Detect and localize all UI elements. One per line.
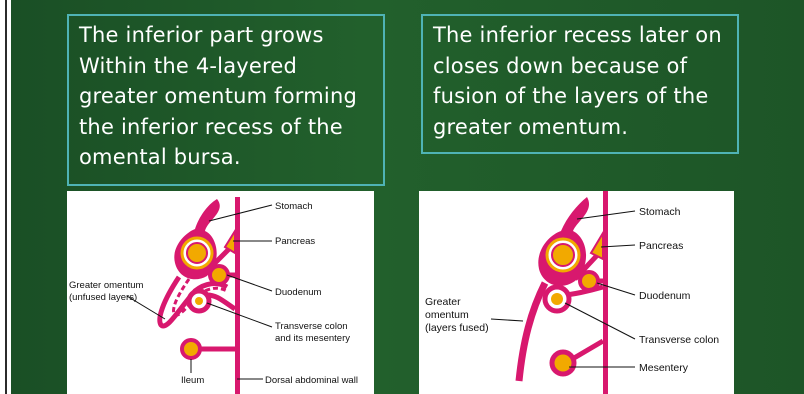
slide: The inferior part grows Within the 4-lay… bbox=[11, 0, 804, 394]
stomach-lumen-core bbox=[552, 244, 574, 266]
duodenum-shape bbox=[210, 266, 228, 284]
text-box-right: The inferior recess later on closes down… bbox=[421, 14, 739, 154]
label-greater-line1: Greater bbox=[425, 296, 461, 308]
dorsal-wall-line bbox=[603, 191, 608, 394]
label-ileum: Ileum bbox=[181, 375, 204, 386]
label-dorsal-wall: Dorsal abdominal wall bbox=[265, 375, 358, 386]
label-greater-omentum-line2: (unfused layers) bbox=[69, 292, 137, 303]
small-intestine-shape bbox=[552, 352, 574, 374]
left-edge-bar bbox=[0, 0, 9, 394]
leader-omentum bbox=[491, 319, 523, 321]
transverse-colon-lumen bbox=[551, 293, 563, 305]
stomach-lumen-core bbox=[187, 243, 207, 263]
label-transverse-line2: and its mesentery bbox=[275, 333, 350, 344]
label-duodenum: Duodenum bbox=[639, 290, 691, 302]
diagram-left-svg: Stomach Pancreas Greater omentum (unfuse… bbox=[67, 191, 374, 394]
dorsal-wall-line bbox=[235, 197, 240, 394]
label-pancreas: Pancreas bbox=[275, 236, 315, 247]
diagram-fused-omentum: Stomach Pancreas Greater omentum (layers… bbox=[419, 191, 734, 394]
label-duodenum: Duodenum bbox=[275, 287, 322, 298]
label-pancreas: Pancreas bbox=[639, 240, 683, 252]
label-greater-line3: (layers fused) bbox=[425, 322, 489, 334]
label-greater-line2: omentum bbox=[425, 309, 469, 321]
leader-transverse bbox=[565, 303, 635, 339]
pancreas-shape bbox=[591, 233, 603, 259]
label-stomach: Stomach bbox=[275, 201, 313, 212]
label-transverse-line1: Transverse colon bbox=[275, 321, 348, 332]
diagram-right-svg: Stomach Pancreas Greater omentum (layers… bbox=[419, 191, 734, 394]
label-transverse-colon: Transverse colon bbox=[639, 334, 719, 346]
text-box-left: The inferior part grows Within the 4-lay… bbox=[67, 14, 385, 186]
omentum-fused bbox=[519, 283, 545, 381]
diagram-unfused-omentum: Stomach Pancreas Greater omentum (unfuse… bbox=[67, 191, 374, 394]
transverse-colon-lumen bbox=[195, 297, 203, 305]
label-stomach: Stomach bbox=[639, 206, 681, 218]
ileum-shape bbox=[182, 340, 200, 358]
label-greater-omentum-line1: Greater omentum bbox=[69, 280, 144, 291]
leader-duodenum bbox=[227, 275, 272, 291]
label-mesentery: Mesentery bbox=[639, 362, 689, 374]
